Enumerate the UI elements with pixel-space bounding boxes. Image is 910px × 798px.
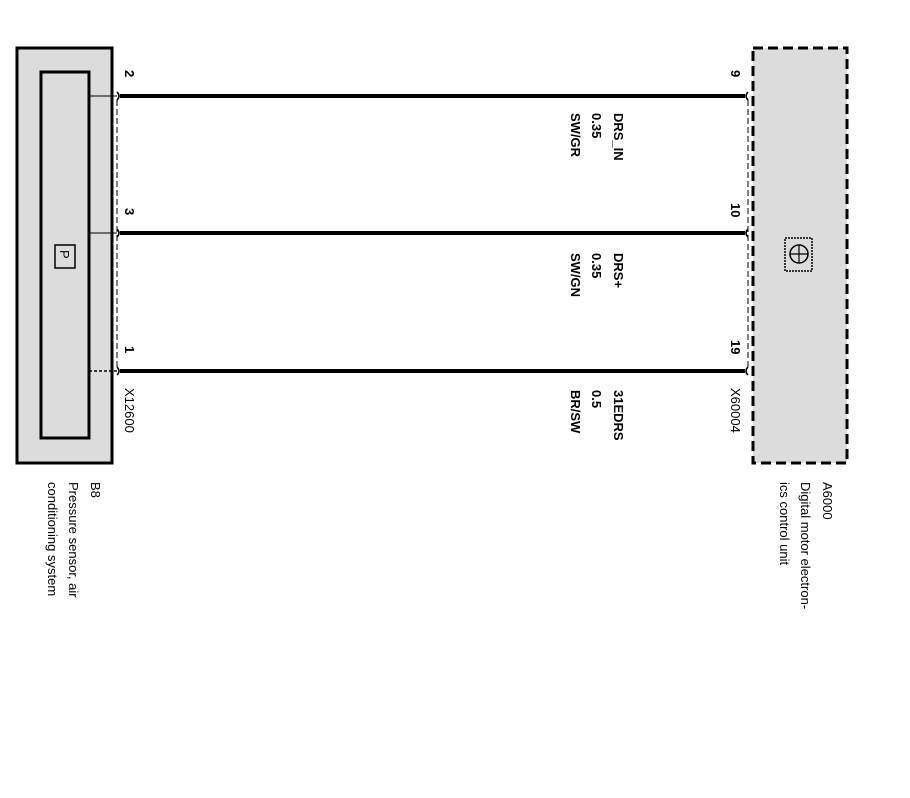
control-unit-description-line: ics control unit (777, 482, 792, 565)
wire-color-label: SW/GN (568, 253, 583, 297)
wire-gauge-label: 0.35 (589, 113, 604, 138)
pin-contact (745, 91, 749, 101)
wire-color-label: SW/GR (568, 113, 583, 158)
pin-contact (116, 366, 120, 376)
wire-signal-label: DRS_IN (611, 113, 626, 161)
right-connector-label: X60004 (728, 388, 743, 433)
left-pin-label: 1 (122, 346, 137, 353)
wire-signal-label: 31EDRS (611, 390, 626, 441)
wire-1[interactable] (116, 91, 749, 101)
right-pin-label: 19 (728, 340, 743, 354)
wire-2[interactable] (116, 228, 749, 238)
pin-contact (116, 91, 120, 101)
control-unit-icon (784, 237, 813, 272)
control-unit-description-line: Digital motor electron- (798, 482, 813, 609)
wire-color-label: BR/SW (568, 390, 583, 434)
pin-contact (745, 228, 749, 238)
sensor-description-line: conditioning system (45, 482, 60, 596)
pressure-symbol: P (57, 250, 72, 259)
control-unit-component[interactable] (747, 46, 849, 465)
pin-contact (116, 228, 120, 238)
left-connector-label: X12600 (122, 388, 137, 433)
wire-signal-label: DRS+ (611, 253, 626, 288)
left-pin-label: 3 (122, 208, 137, 215)
wire-3[interactable] (116, 366, 749, 376)
right-pin-label: 9 (728, 70, 743, 77)
control-unit-id: A6000 (820, 482, 835, 520)
right-pin-label: 10 (728, 203, 743, 217)
sensor-description-line: Pressure sensor, air (66, 482, 81, 598)
pressure-sensor-component[interactable]: P (15, 46, 118, 465)
wire-gauge-label: 0.5 (589, 390, 604, 408)
sensor-id: B8 (88, 482, 103, 498)
pressure-symbol-box (54, 244, 76, 269)
pin-contact (745, 366, 749, 376)
wire-gauge-label: 0.35 (589, 253, 604, 278)
left-pin-label: 2 (122, 70, 137, 77)
